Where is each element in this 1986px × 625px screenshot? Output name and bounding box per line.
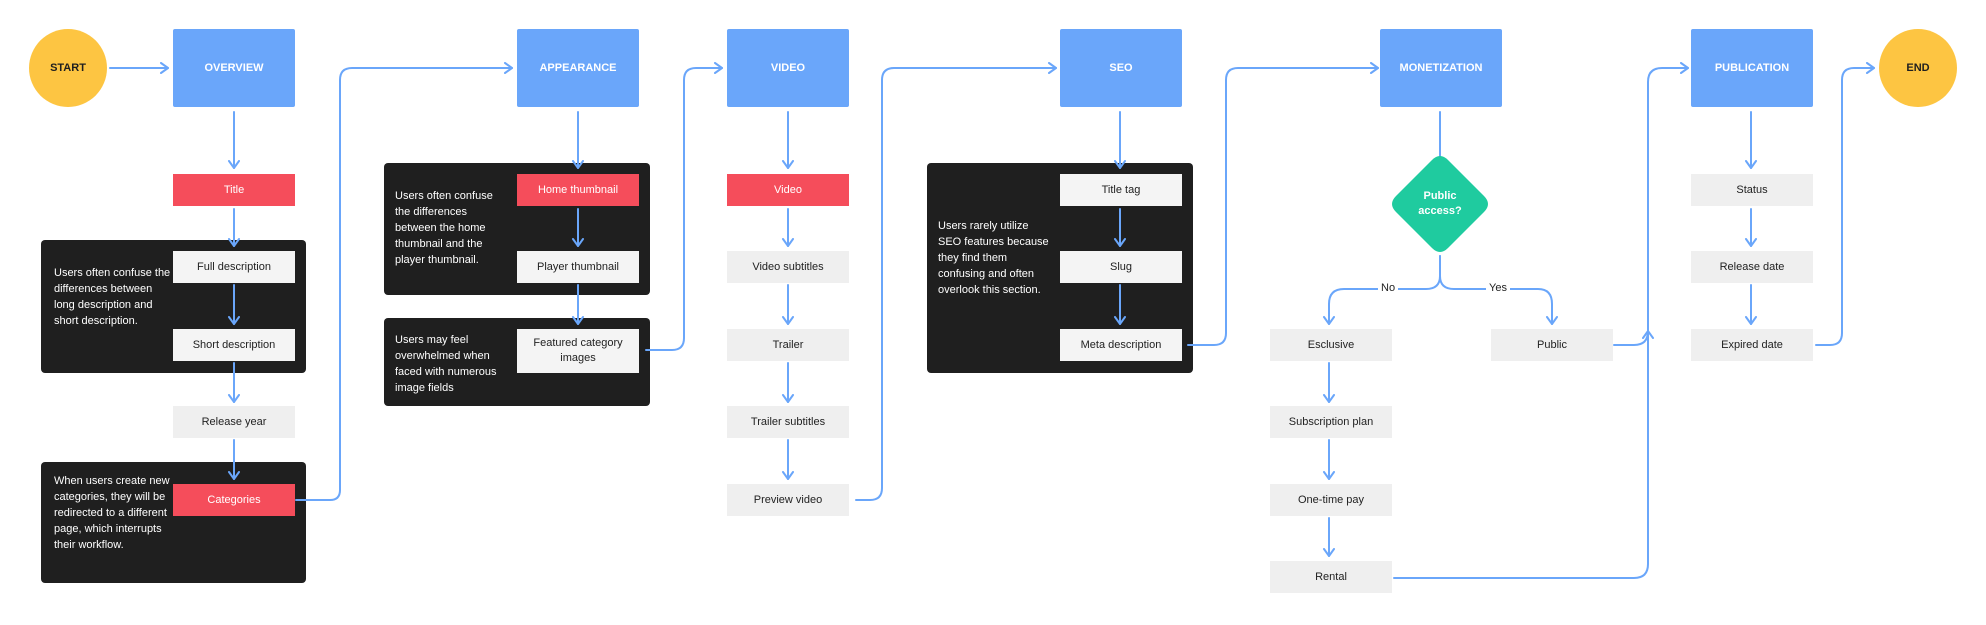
connector	[1393, 62, 1689, 579]
monetization-step: MONETIZATION	[1380, 29, 1502, 107]
title-tag-field: Title tag	[1060, 174, 1182, 206]
expired-date-field: Expired date	[1691, 329, 1813, 361]
connector	[645, 62, 723, 351]
home-thumbnail-field: Home thumbnail	[517, 174, 639, 206]
full-description-field: Full description	[173, 251, 295, 283]
publication-step: PUBLICATION	[1691, 29, 1813, 107]
connector	[1815, 62, 1875, 346]
seo-note-text: Users rarely utilize SEO features becaus…	[938, 220, 1049, 296]
release-year-field: Release year	[173, 406, 295, 438]
connector	[1187, 62, 1379, 346]
meta-description-field: Meta description	[1060, 329, 1182, 361]
image-fields-note-text: Users may feel overwhelmed when faced wi…	[395, 334, 497, 394]
overview-step: OVERVIEW	[173, 29, 295, 107]
subscription-plan-field: Subscription plan	[1270, 406, 1392, 438]
start-terminal: START	[29, 29, 107, 107]
status-field: Status	[1691, 174, 1813, 206]
connector	[1613, 330, 1654, 346]
public-field: Public	[1491, 329, 1613, 361]
thumbnail-note-text: Users often confuse the differences betw…	[395, 190, 493, 266]
rental-field: Rental	[1270, 561, 1392, 593]
trailer-subtitles-field: Trailer subtitles	[727, 406, 849, 438]
categories-note-panel	[41, 462, 306, 583]
connector	[855, 62, 1057, 501]
trailer-field: Trailer	[727, 329, 849, 361]
appearance-step: APPEARANCE	[517, 29, 639, 107]
esclusive-field: Esclusive	[1270, 329, 1392, 361]
public-access-decision: Public access?	[1388, 152, 1492, 256]
categories-note-text: When users create new categories, they w…	[54, 475, 170, 551]
title-field: Title	[173, 174, 295, 206]
slug-field: Slug	[1060, 251, 1182, 283]
decision-diamond-shape	[1392, 156, 1488, 252]
featured-category-images-field: Featured category images	[517, 329, 639, 373]
video-field: Video	[727, 174, 849, 206]
no-branch-label: No	[1378, 282, 1399, 294]
decision-label: Public access?	[1418, 190, 1462, 217]
release-date-field: Release date	[1691, 251, 1813, 283]
connector	[295, 62, 513, 501]
seo-step: SEO	[1060, 29, 1182, 107]
yes-branch-label: Yes	[1486, 282, 1510, 294]
one-time-pay-field: One-time pay	[1270, 484, 1392, 516]
preview-video-field: Preview video	[727, 484, 849, 516]
short-description-field: Short description	[173, 329, 295, 361]
player-thumbnail-field: Player thumbnail	[517, 251, 639, 283]
video-step: VIDEO	[727, 29, 849, 107]
end-terminal: END	[1879, 29, 1957, 107]
video-subtitles-field: Video subtitles	[727, 251, 849, 283]
description-note-text: Users often confuse the differences betw…	[54, 267, 171, 327]
categories-field: Categories	[173, 484, 295, 516]
